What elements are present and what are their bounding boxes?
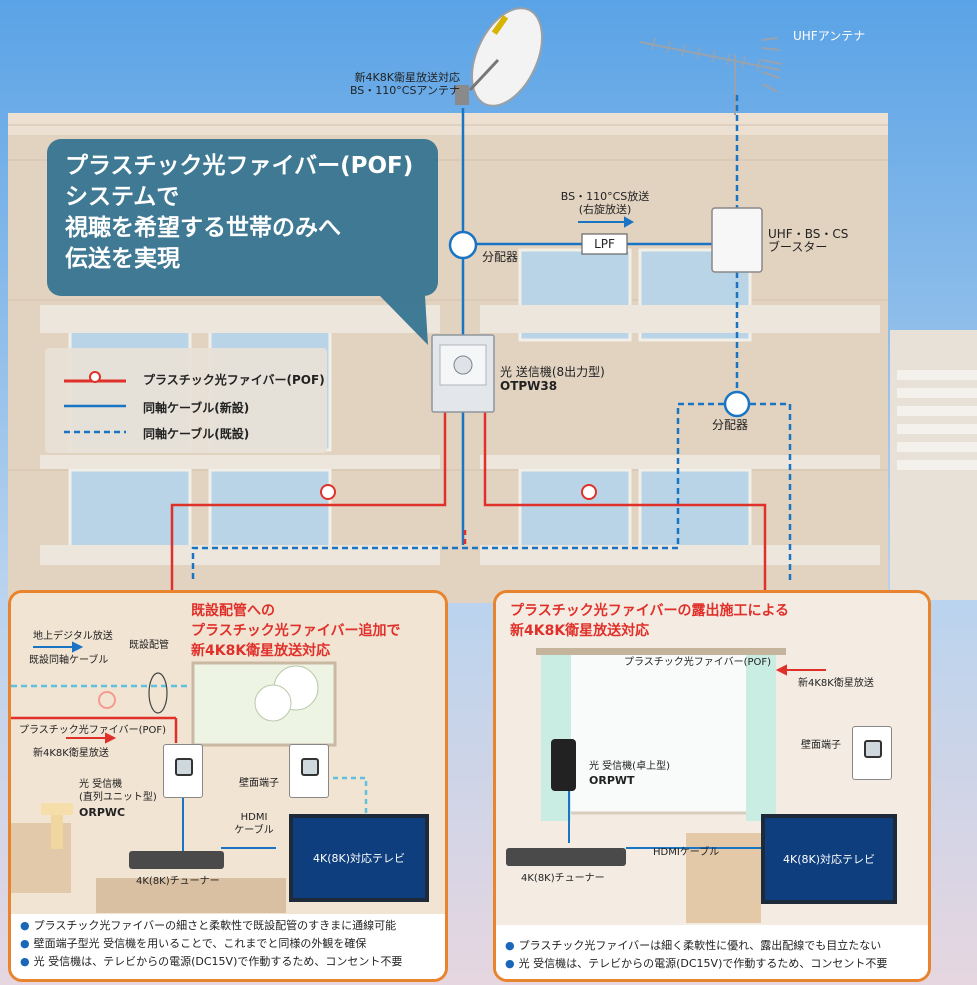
existing-coax-label: 既設同軸ケーブル — [29, 655, 109, 666]
lpf-label: LPF — [594, 237, 615, 251]
right-panel: プラスチック光ファイバーの露出施工による 新4K8K衛星放送対応 プラスチック光… — [493, 590, 931, 982]
pof-line-icon — [64, 371, 126, 383]
wall-outlet-label: 壁面端子 — [239, 778, 279, 789]
legend-coax-new-label: 同軸ケーブル(新設) — [143, 401, 250, 415]
jack-icon — [301, 758, 319, 776]
bs-broadcast-label: BS・110°CS放送 (右旋放送) — [560, 190, 650, 216]
splitter-right-label: 分配器 — [712, 418, 749, 432]
coax-solid-line-icon — [64, 404, 126, 408]
broadcast-4k8k-label: 新4K8K衛星放送 — [798, 678, 874, 689]
receiver-label: 光 受信機(卓上型) — [589, 761, 670, 772]
booster-label: UHF・BS・CS ブースター — [768, 227, 849, 254]
tv-screen: 4K(8K)対応テレビ — [761, 814, 897, 904]
right-room-scene — [496, 593, 928, 979]
right-panel-title: プラスチック光ファイバーの露出施工による 新4K8K衛星放送対応 — [510, 603, 790, 639]
tuner-label: 4K(8K)チューナー — [136, 876, 220, 887]
tv-label: 4K(8K)対応テレビ — [782, 853, 875, 866]
legend-coax-existing-label: 同軸ケーブル(既設) — [143, 427, 250, 441]
splitter-top-label: 分配器 — [482, 250, 519, 264]
bullet-item: プラスチック光ファイバーの細さと柔軟性で既設配管のすきまに通線可能 — [20, 917, 445, 935]
tv-screen: 4K(8K)対応テレビ — [289, 814, 429, 902]
headline-callout: プラスチック光ファイバー(POF) システムで 視聴を希望する世帯のみへ 伝送を… — [47, 139, 438, 296]
receiver-model: ORPWT — [589, 774, 635, 787]
existing-conduit-label: 既設配管 — [129, 640, 169, 651]
right-bullet-list: プラスチック光ファイバーは細く柔軟性に優れ、露出配線でも目立たない 光 受信機は… — [496, 925, 928, 979]
legend-pof-label: プラスチック光ファイバー(POF) — [143, 373, 325, 387]
wall-outlet — [852, 726, 892, 780]
transmitter-model: OTPW38 — [500, 379, 558, 393]
wall-outlet — [289, 744, 329, 798]
uhf-antenna-label: UHFアンテナ — [793, 29, 866, 43]
wall-outlet-label: 壁面端子 — [801, 740, 841, 751]
bullet-item: 光 受信機は、テレビからの電源(DC15V)で作動するため、コンセント不要 — [20, 953, 445, 971]
jack-icon — [175, 758, 193, 776]
receiver-wall-unit — [163, 744, 203, 798]
bullet-item: プラスチック光ファイバーは細く柔軟性に優れ、露出配線でも目立たない — [505, 937, 928, 955]
left-bullet-list: プラスチック光ファイバーの細さと柔軟性で既設配管のすきまに通線可能 壁面端子型光… — [11, 914, 445, 979]
bullet-item: 壁面端子型光 受信機を用いることで、これまでと同様の外観を確保 — [20, 935, 445, 953]
tuner-device — [129, 851, 224, 869]
pof-label: プラスチック光ファイバー(POF) — [624, 657, 772, 668]
bs-antenna-label: 新4K8K衛星放送対応 BS・110°CSアンテナ — [349, 71, 460, 97]
tuner-device — [506, 848, 626, 866]
transmitter-label: 光 送信機(8出力型) — [500, 365, 605, 379]
terrestrial-label: 地上デジタル放送 — [33, 631, 113, 642]
tv-label: 4K(8K)対応テレビ — [312, 852, 405, 865]
desktop-receiver — [551, 739, 576, 791]
legend: プラスチック光ファイバー(POF) 同軸ケーブル(新設) 同軸ケーブル(既設) — [45, 348, 327, 453]
receiver-label: 光 受信機 (直列ユニット型) — [79, 779, 157, 803]
coax-dashed-line-icon — [64, 430, 126, 434]
left-panel: 既設配管への プラスチック光ファイバー追加で 新4K8K衛星放送対応 地上デジタ… — [8, 590, 448, 982]
left-panel-title: 既設配管への プラスチック光ファイバー追加で 新4K8K衛星放送対応 — [191, 603, 401, 659]
hdmi-label: HDMIケーブル — [653, 847, 720, 858]
bullet-item: 光 受信機は、テレビからの電源(DC15V)で作動するため、コンセント不要 — [505, 955, 928, 973]
broadcast-4k8k-label: 新4K8K衛星放送 — [33, 748, 109, 759]
tuner-label: 4K(8K)チューナー — [521, 873, 605, 884]
pof-label: プラスチック光ファイバー(POF) — [19, 725, 167, 736]
jack-icon — [864, 740, 882, 758]
headline-text: プラスチック光ファイバー(POF) システムで 視聴を希望する世帯のみへ 伝送を… — [65, 153, 414, 272]
receiver-model: ORPWC — [79, 806, 126, 819]
hdmi-label: HDMI ケーブル — [234, 812, 274, 836]
